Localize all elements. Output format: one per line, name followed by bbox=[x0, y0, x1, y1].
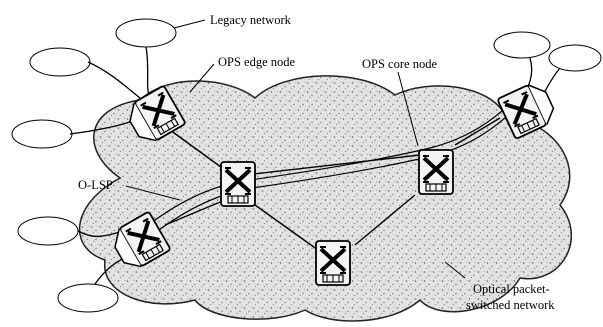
legacy-ellipse-bottom-left bbox=[58, 284, 118, 312]
label-optical-network-line2: switched network bbox=[466, 298, 555, 312]
ops-core-node-left bbox=[221, 162, 255, 206]
legacy-ellipse-left-mid bbox=[12, 120, 72, 148]
ops-core-node-bottom bbox=[316, 241, 350, 285]
label-optical-network-line1: Optical packet- bbox=[473, 282, 550, 296]
pointer-legacy-network bbox=[174, 20, 205, 28]
legacy-ellipse-right-far bbox=[549, 45, 601, 71]
label-o-lsp: O-LSP bbox=[78, 178, 113, 192]
label-ops-edge-node: OPS edge node bbox=[218, 55, 296, 69]
label-ops-core-node: OPS core node bbox=[362, 57, 437, 71]
legacy-ellipse-right-top bbox=[494, 32, 550, 58]
legacy-ellipse-top-center bbox=[116, 19, 176, 47]
label-legacy-network: Legacy network bbox=[210, 13, 292, 27]
legacy-ellipse-left-low bbox=[18, 217, 78, 245]
ops-core-node-right bbox=[419, 150, 453, 194]
legacy-ellipse-left-top bbox=[30, 48, 90, 76]
